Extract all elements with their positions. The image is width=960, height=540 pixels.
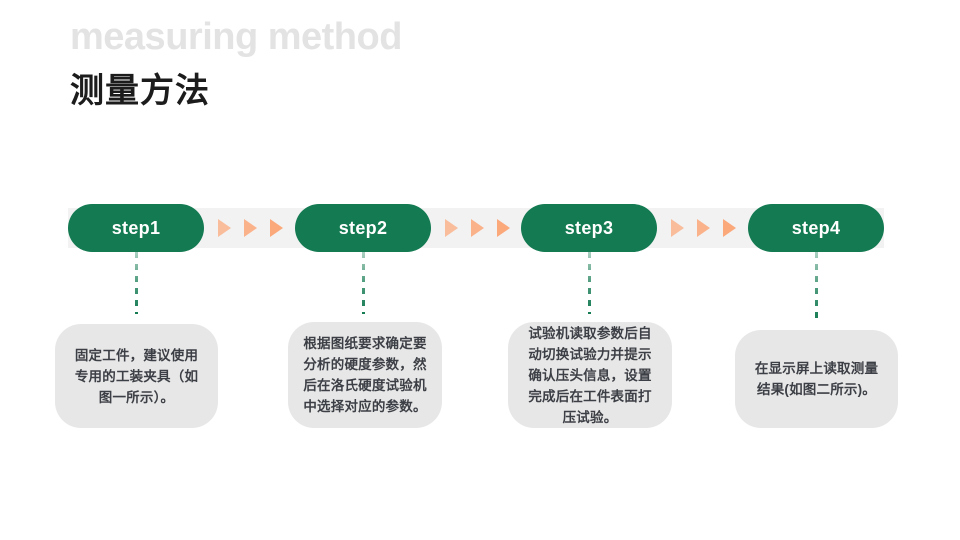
step-description-card-4: 在显示屏上读取测量结果(如图二所示)。 [735,330,898,428]
chevron-right-icon [671,219,684,237]
chevron-right-icon [445,219,458,237]
step-description-card-3: 试验机读取参数后自动切换试验力并提示确认压头信息，设置完成后在工件表面打压试验。 [508,322,672,428]
dotted-connector-4 [815,252,818,322]
dotted-connector-2 [362,252,365,314]
step-description-text-3: 试验机读取参数后自动切换试验力并提示确认压头信息，设置完成后在工件表面打压试验。 [528,325,652,425]
step-pill-3[interactable]: step3 [521,204,657,252]
slide-header: measuring method 测量方法 [70,14,670,112]
page-title-chinese: 测量方法 [70,72,210,110]
chevron-right-icon [497,219,510,237]
step-pill-1-label: step1 [111,217,161,238]
arrow-group-2 [445,218,510,238]
chevron-right-icon [218,219,231,237]
arrow-group-1 [218,218,283,238]
step-pill-4[interactable]: step4 [748,204,884,252]
step-pill-2-label: step2 [338,217,388,238]
step-pill-4-label: step4 [791,217,841,238]
step-pill-3-label: step3 [564,217,614,238]
chevron-right-icon [723,219,736,237]
chevron-right-icon [697,219,710,237]
step-description-card-1: 固定工件，建议使用专用的工装夹具（如图一所示）。 [55,324,218,428]
step-description-text-2: 根据图纸要求确定要分析的硬度参数，然后在洛氏硬度试验机中选择对应的参数。 [303,336,427,414]
process-pipeline: step1 step2 step3 step4 [68,204,884,252]
page-title-english: measuring method [70,16,402,58]
step-pill-1[interactable]: step1 [68,204,204,252]
arrow-group-3 [671,218,736,238]
chevron-right-icon [270,219,283,237]
step-description-text-1: 固定工件，建议使用专用的工装夹具（如图一所示）。 [74,347,199,405]
chevron-right-icon [244,219,257,237]
step-description-card-2: 根据图纸要求确定要分析的硬度参数，然后在洛氏硬度试验机中选择对应的参数。 [288,322,442,428]
dotted-connector-1 [135,252,138,314]
chevron-right-icon [471,219,484,237]
step-description-text-4: 在显示屏上读取测量结果(如图二所示)。 [754,361,879,397]
dotted-connector-3 [588,252,591,314]
step-pill-2[interactable]: step2 [295,204,431,252]
